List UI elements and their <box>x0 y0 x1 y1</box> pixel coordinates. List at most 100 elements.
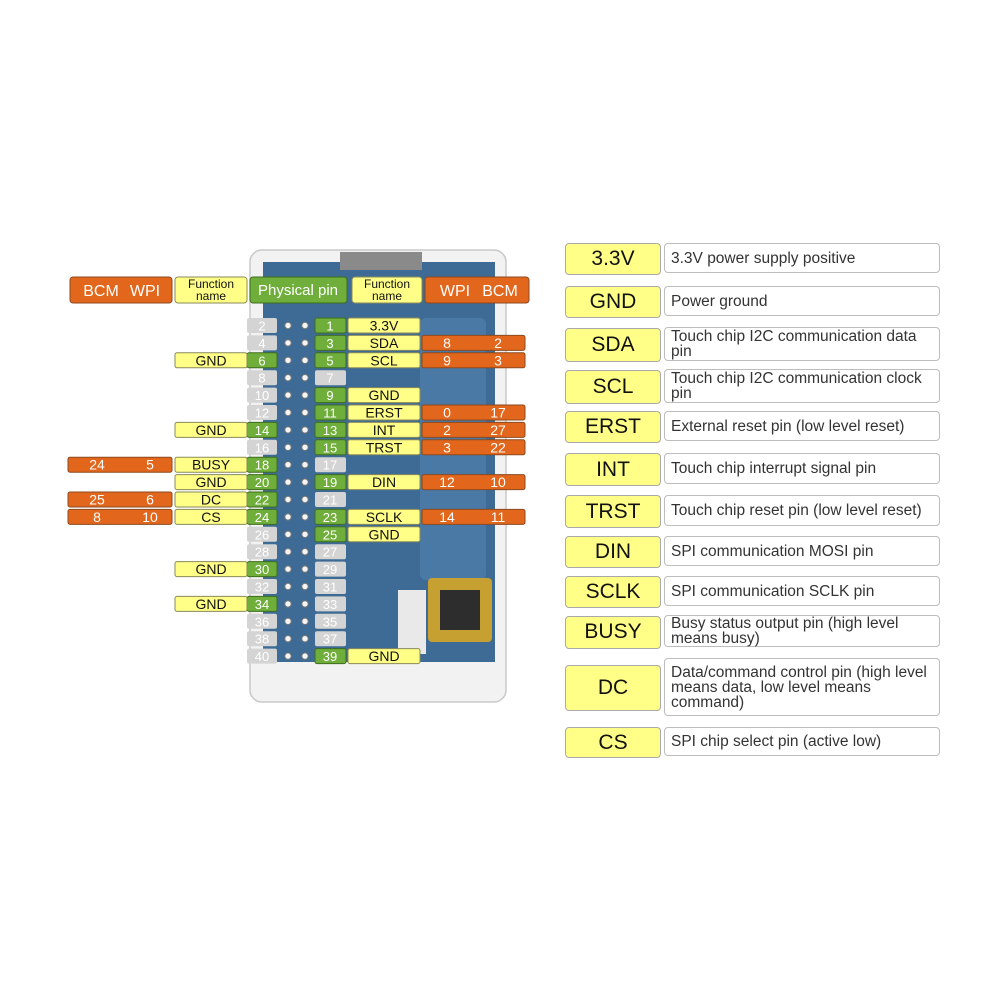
pin-right-number: 33 <box>323 597 337 612</box>
pin-left-box <box>247 579 277 594</box>
header-pin-dot <box>284 426 292 434</box>
header-pin-dot <box>284 478 292 486</box>
legend-pin-name: GND <box>565 286 661 318</box>
left-function-box <box>174 421 248 438</box>
left-bcm-wpi-box <box>67 508 173 525</box>
right-wpi-bcm-box <box>421 404 526 421</box>
legend-pin-description: Touch chip interrupt signal pin <box>664 453 940 484</box>
pin-right-number: 15 <box>323 440 337 455</box>
pin-right-box <box>315 492 346 507</box>
pin-right-number: 39 <box>323 649 337 664</box>
header-pin-dot <box>301 321 309 330</box>
pin-left-number: 2 <box>258 319 265 334</box>
header-pin-dot <box>301 548 309 556</box>
pin-left-number: 10 <box>255 388 269 403</box>
legend-pin-name: CS <box>565 727 661 758</box>
pin-right-number: 11 <box>323 406 337 421</box>
right-wpi-value: 3 <box>443 439 451 455</box>
left-function-label: DC <box>201 492 221 508</box>
right-function-label: GND <box>368 526 399 542</box>
header-pin-dot <box>284 635 292 643</box>
right-bcm-value: 22 <box>490 439 506 455</box>
pin-right-box <box>314 404 347 421</box>
right-wpi-bcm-box <box>421 352 526 369</box>
right-function-box <box>347 352 421 369</box>
pin-left-number: 6 <box>258 353 265 368</box>
pin-left-number: 4 <box>258 336 265 351</box>
pin-right-number: 17 <box>323 458 337 473</box>
pin-left-box <box>247 387 277 403</box>
pin-right-box <box>315 579 346 594</box>
pin-right-number: 37 <box>323 632 337 647</box>
pin-right-box <box>314 421 347 438</box>
header-left-wpi: WPI <box>130 283 160 300</box>
header-pin-dot <box>284 321 292 330</box>
header-pin-dot <box>284 530 292 538</box>
right-function-box <box>347 474 421 491</box>
pin-right-box <box>315 370 346 386</box>
pin-left-number: 32 <box>255 580 269 595</box>
left-function-label: BUSY <box>192 457 231 473</box>
right-function-box <box>347 508 421 525</box>
right-function-box <box>347 526 421 543</box>
pin-left-number: 28 <box>255 545 269 560</box>
header-pin-dot <box>284 443 292 451</box>
pin-left-box <box>247 405 277 420</box>
right-bcm-value: 3 <box>494 352 502 368</box>
legend-pin-description: Busy status output pin (high level means… <box>664 615 940 647</box>
right-function-box <box>347 648 421 665</box>
pin-right-number: 31 <box>323 580 337 595</box>
pin-right-number: 5 <box>326 353 333 368</box>
pin-left-number: 8 <box>258 371 265 386</box>
header-pin-dot <box>301 530 309 538</box>
header-pin-dot <box>284 513 292 521</box>
header-pin-dot <box>301 461 309 469</box>
header-pin-dot <box>301 339 309 347</box>
legend-pin-name: TRST <box>565 495 661 528</box>
left-function-box <box>174 352 248 369</box>
legend-pin-description: Touch chip I2C communication data pin <box>664 327 940 361</box>
right-function-box <box>347 317 421 334</box>
header-right-bcm: BCM <box>482 283 518 300</box>
left-function-label: CS <box>201 509 220 525</box>
pin-right-box <box>314 508 347 525</box>
header-pin-dot <box>301 652 309 660</box>
left-function-box <box>174 474 248 491</box>
legend-pin-description: SPI communication MOSI pin <box>664 536 940 566</box>
right-function-label: GND <box>368 648 399 664</box>
header-pin-dot <box>301 513 309 521</box>
pin-left-number: 34 <box>255 597 269 612</box>
right-wpi-bcm-box <box>421 439 526 456</box>
left-wpi-value: 10 <box>142 509 158 525</box>
right-wpi-value: 2 <box>443 422 451 438</box>
pin-left-number: 20 <box>255 475 269 490</box>
right-wpi-value: 8 <box>443 335 451 351</box>
pin-left-box <box>247 648 277 664</box>
pin-right-box <box>314 352 347 369</box>
right-function-label: 3.3V <box>370 318 399 334</box>
right-function-label: ERST <box>365 405 403 421</box>
left-function-label: GND <box>195 561 226 577</box>
right-function-box <box>347 439 421 456</box>
pin-left-box <box>247 439 277 455</box>
header-pin-dot <box>284 339 292 347</box>
pin-right-number: 3 <box>326 336 333 351</box>
header-pin-dot <box>284 565 292 573</box>
left-bcm-value: 24 <box>89 457 105 473</box>
right-wpi-value: 12 <box>439 474 455 490</box>
right-function-box <box>347 387 421 404</box>
right-function-label: INT <box>373 422 396 438</box>
pin-left-number: 18 <box>255 458 269 473</box>
pin-right-number: 21 <box>323 493 337 508</box>
header-pin-dot <box>301 635 309 643</box>
legend-pin-name: SCL <box>565 370 661 404</box>
pin-right-number: 19 <box>323 475 337 490</box>
pin-left-box <box>247 613 277 629</box>
right-wpi-bcm-box <box>421 334 526 351</box>
header-pin-dot <box>284 408 292 417</box>
legend-pin-description: Power ground <box>664 286 940 316</box>
right-wpi-bcm-box <box>421 421 526 438</box>
